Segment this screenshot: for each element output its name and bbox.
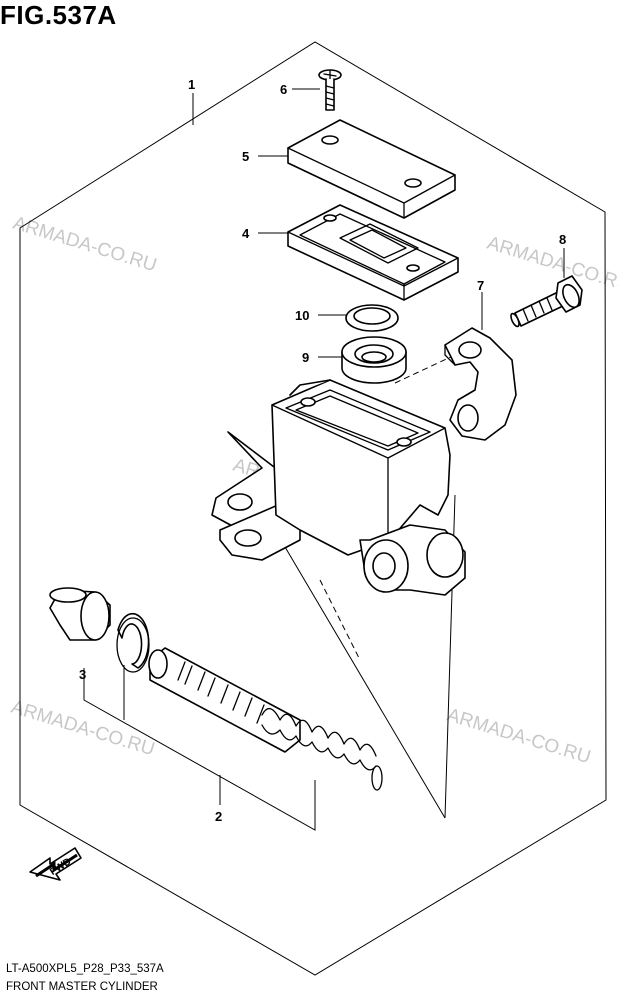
- callout-2: 2: [215, 809, 222, 824]
- ring-part-10: [345, 304, 399, 332]
- callout-1: 1: [188, 77, 195, 92]
- watermark-text: ARMADA-CO.RU: [485, 233, 618, 297]
- callout-10: 10: [295, 308, 309, 323]
- clamp-part-7: [444, 327, 517, 441]
- bolt-part-8: [510, 275, 583, 328]
- cap-part-5: [287, 119, 456, 219]
- return-spring: [261, 708, 383, 791]
- screw-part-6: [318, 69, 342, 111]
- boot-part-3: [49, 587, 111, 641]
- callout-9: 9: [302, 350, 309, 365]
- diaphragm-part-4: [287, 204, 459, 301]
- fwd-arrow: FWD: [29, 847, 82, 881]
- figure-title: FIG.537A: [0, 0, 117, 30]
- circlip: [116, 612, 150, 673]
- callout-4: 4: [242, 226, 250, 241]
- callout-5: 5: [242, 149, 249, 164]
- watermark-text: ARMADA-CO.RU: [11, 213, 159, 277]
- seal-part-9: [341, 336, 407, 384]
- piston-assembly: [148, 647, 301, 753]
- callout-6: 6: [280, 82, 287, 97]
- figure-code: LT-A500XPL5_P28_P33_537A: [6, 963, 164, 975]
- callout-8: 8: [559, 232, 566, 247]
- watermark-text: ARMADA-CO.RU: [445, 705, 593, 769]
- callout-3: 3: [79, 667, 86, 682]
- callout-7: 7: [477, 278, 484, 293]
- master-cylinder-body: [211, 379, 466, 596]
- assembly-outline: [19, 41, 607, 976]
- figure-name: FRONT MASTER CYLINDER: [6, 981, 158, 993]
- callout-leaders: [83, 88, 565, 805]
